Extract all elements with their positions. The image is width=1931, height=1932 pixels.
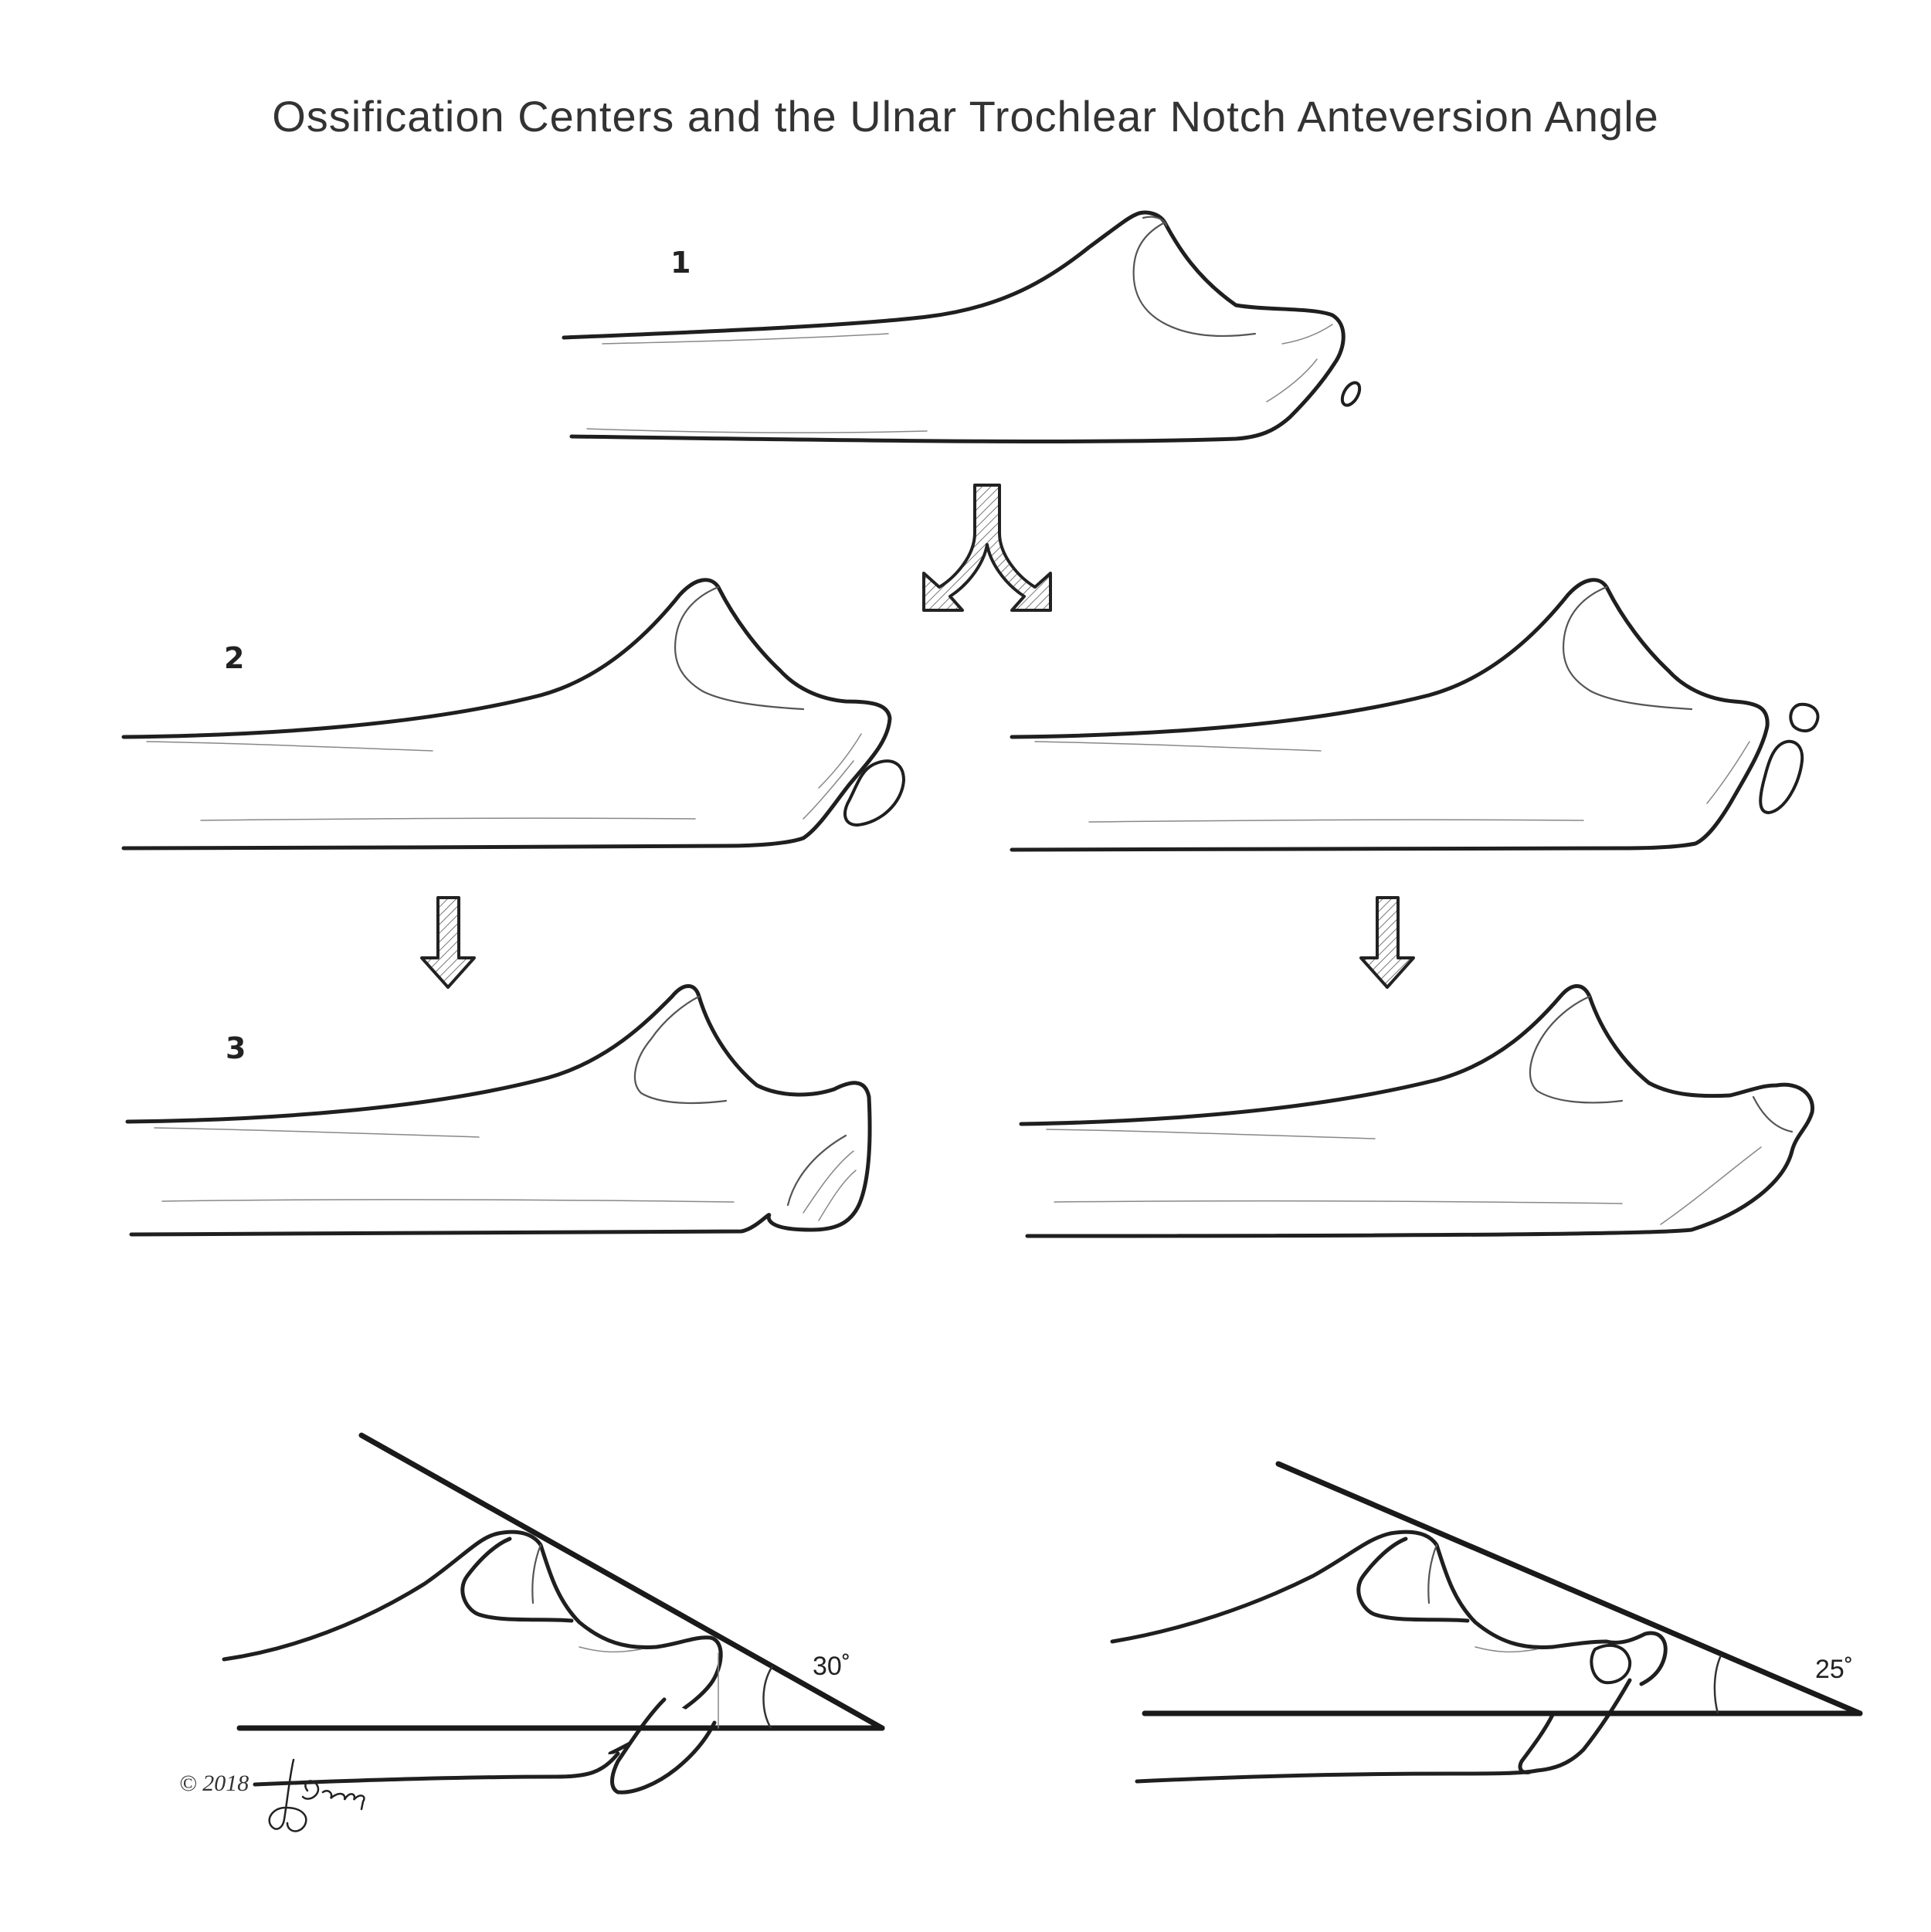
ulna-stage-3-left: [125, 984, 872, 1237]
step-2-label: 2: [224, 641, 245, 675]
notch-tangent-line-right: [1275, 1461, 1863, 1716]
angle-label-right: 25˚: [1815, 1655, 1854, 1684]
copyright-text: © 2018: [179, 1771, 249, 1796]
figure-title: Ossification Centers and the Ulnar Troch…: [272, 92, 1659, 141]
angle-label-left: 30˚: [813, 1652, 851, 1681]
down-arrow-right: [1359, 896, 1415, 989]
angle-diagram-left: [222, 1432, 885, 1794]
step-1-label: 1: [670, 246, 691, 280]
down-arrow-left: [420, 896, 476, 989]
split-arrow: [922, 484, 1052, 612]
angle-diagram-right: [1110, 1461, 1863, 1784]
ulna-stage-1: [562, 210, 1362, 443]
notch-tangent-line-left: [358, 1432, 885, 1731]
artist-signature: [268, 1758, 365, 1832]
step-3-label: 3: [226, 1031, 246, 1065]
ulna-stage-2-right: [1010, 578, 1820, 852]
ulna-stage-3-right: [1019, 984, 1814, 1238]
ulna-stage-2-left: [121, 578, 905, 851]
